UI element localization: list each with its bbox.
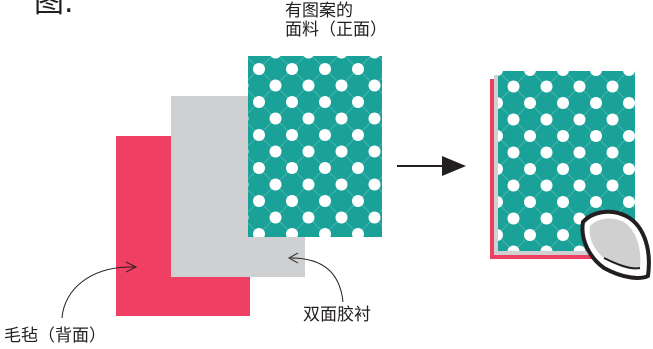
figure-label: 图. (34, 0, 74, 20)
patterned-fabric-label: 有图案的 面料（正面） (285, 2, 387, 40)
patterned-fabric-label-line2: 面料（正面） (285, 20, 387, 40)
iron-icon (580, 209, 651, 280)
double-sided-interfacing-label: 双面胶衬 (303, 305, 371, 325)
interfacing-pointer-line (290, 257, 344, 303)
patterned-fabric-layer (248, 56, 382, 237)
arrow-right-icon (397, 156, 466, 176)
patterned-fabric-label-line1: 有图案的 (285, 1, 353, 21)
felt-back-label: 毛毡（背面） (4, 326, 106, 346)
interfacing-pointer-arrowhead (287, 252, 299, 264)
felt-pointer-arrowhead (125, 261, 138, 273)
felt-pointer-line (61, 266, 135, 319)
